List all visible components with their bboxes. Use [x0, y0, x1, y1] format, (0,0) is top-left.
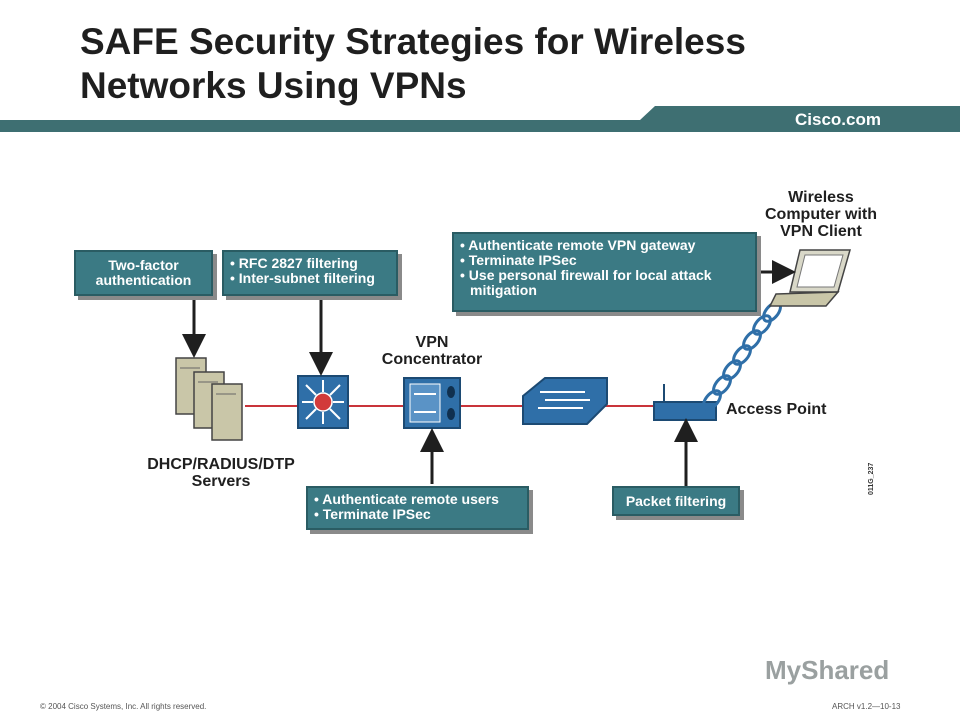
- switch-icon: [522, 377, 608, 425]
- callout-packet-filtering: Packet filtering: [612, 486, 740, 516]
- label-vpn-concentrator: VPN Concentrator: [381, 334, 483, 368]
- label-servers: DHCP/RADIUS/DTP Servers: [147, 456, 295, 490]
- page-title: SAFE Security Strategies for Wireless Ne…: [80, 21, 746, 106]
- callout-vpn-concentrator-item: Authenticate remote users: [314, 492, 521, 507]
- layer3-switch-icon: [297, 375, 349, 429]
- laptop-icon: [768, 249, 851, 307]
- callout-two-factor-text: Two-factor authentication: [95, 257, 192, 288]
- callout-filtering-item: RFC 2827 filtering: [230, 256, 390, 271]
- access-point-icon: [653, 384, 717, 421]
- footer-copyright: © 2004 Cisco Systems, Inc. All rights re…: [40, 702, 207, 711]
- brand-logo-text: Cisco.com: [795, 110, 881, 129]
- callout-vpn-concentrator-item: Terminate IPSec: [314, 507, 521, 522]
- callout-vpn-client-item: Terminate IPSec: [460, 253, 749, 268]
- label-wireless-computer: Wireless Computer with VPN Client: [765, 189, 877, 240]
- vpn-concentrator-icon: [403, 377, 461, 429]
- wireless-signal-icon: [702, 301, 782, 411]
- callout-packet-filtering-text: Packet filtering: [625, 492, 727, 509]
- label-access-point: Access Point: [726, 401, 827, 418]
- callout-vpn-client: Authenticate remote VPN gateway Terminat…: [452, 232, 757, 312]
- server-stack-icon: [175, 357, 243, 441]
- arrow-connectors: [182, 260, 796, 486]
- callout-vpn-concentrator: Authenticate remote users Terminate IPSe…: [306, 486, 529, 530]
- callout-vpn-client-item: Use personal firewall for local attack m…: [460, 268, 749, 298]
- callout-vpn-client-item: Authenticate remote VPN gateway: [460, 238, 749, 253]
- footer-course: ARCH v1.2—10-13: [832, 702, 901, 711]
- header-bar: [0, 106, 960, 132]
- callout-two-factor: Two-factor authentication: [74, 250, 213, 296]
- callout-filtering: RFC 2827 filtering Inter-subnet filterin…: [222, 250, 398, 296]
- figure-tag: 011G_237: [868, 462, 875, 495]
- watermark: MyShared: [765, 655, 890, 685]
- callout-filtering-item: Inter-subnet filtering: [230, 271, 390, 286]
